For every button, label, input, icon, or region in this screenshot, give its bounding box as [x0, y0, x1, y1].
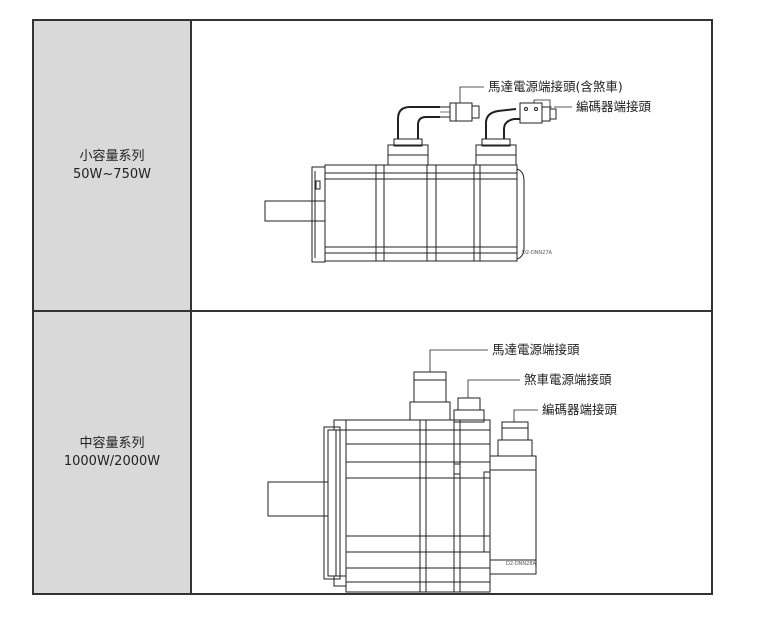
drawing-code: D2-DNN28A: [506, 561, 537, 567]
series-label-cell: 小容量系列 50W~750W: [34, 21, 192, 310]
power-range: 50W~750W: [73, 166, 151, 182]
table-row-small: 小容量系列 50W~750W: [34, 21, 711, 312]
callout-motor-power-brake: 馬達電源端接頭(含煞車): [488, 79, 623, 94]
small-motor-drawing: 馬達電源端接頭(含煞車) 編碼器端接頭 D2-DNN27A: [264, 79, 652, 263]
drawing-code: D2-DNN27A: [522, 250, 553, 256]
series-name: 小容量系列: [79, 148, 145, 164]
series-label-cell: 中容量系列 1000W/2000W: [34, 312, 192, 593]
connector-table: 小容量系列 50W~750W: [32, 19, 713, 595]
motor-drawing-cell: 馬達電源端接頭 煞車電源端接頭 編碼器端接頭 D2-DNN28A: [192, 312, 711, 593]
series-name: 中容量系列: [79, 435, 145, 451]
motor-shaft: [267, 481, 329, 517]
callout-motor-power: 馬達電源端接頭: [492, 342, 580, 357]
callout-brake-power: 煞車電源端接頭: [524, 372, 612, 387]
motor-shaft: [264, 200, 326, 222]
table-row-medium: 中容量系列 1000W/2000W: [34, 312, 711, 593]
motor-body: [345, 419, 491, 593]
medium-motor-drawing: 馬達電源端接頭 煞車電源端接頭 編碼器端接頭 D2-DNN28A: [267, 342, 618, 593]
callout-encoder: 編碼器端接頭: [542, 402, 618, 417]
power-range: 1000W/2000W: [63, 453, 161, 469]
motor-drawing-cell: 馬達電源端接頭(含煞車) 編碼器端接頭 D2-DNN27A: [192, 21, 711, 310]
callout-encoder: 編碼器端接頭: [576, 99, 652, 114]
